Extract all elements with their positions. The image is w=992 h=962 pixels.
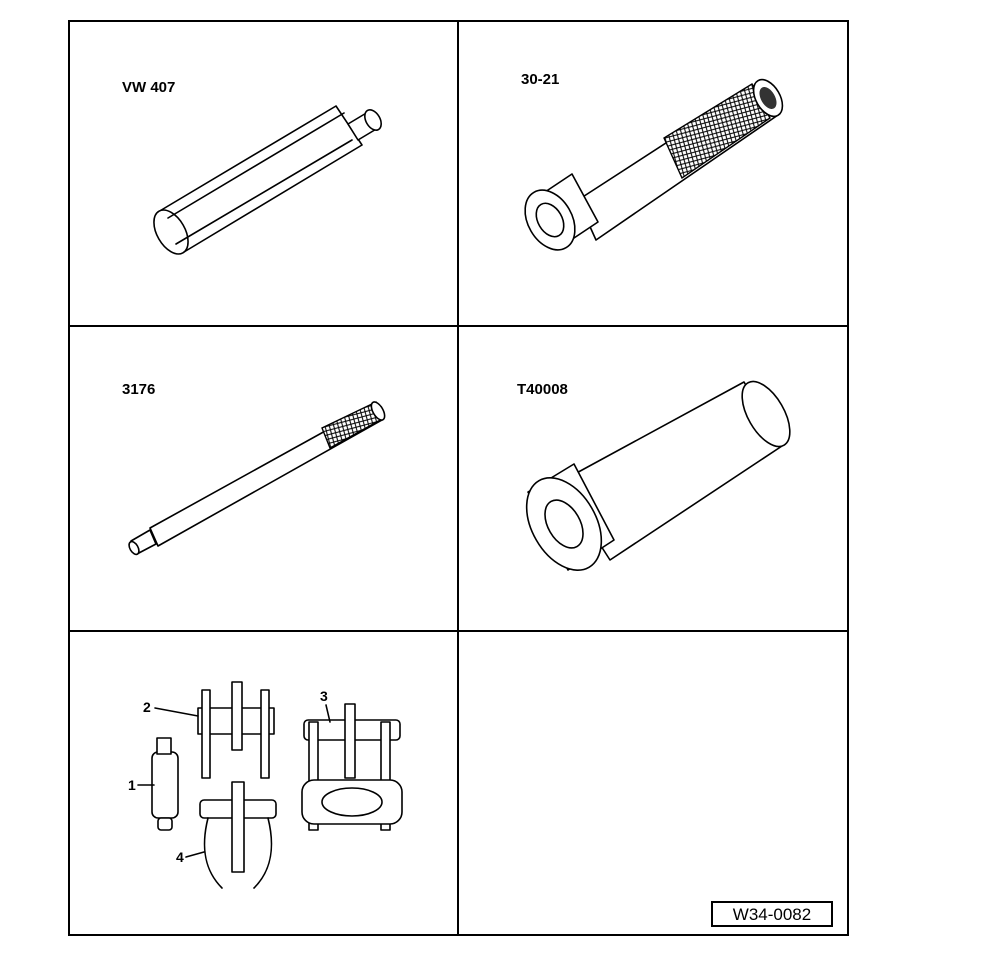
tool-grid — [68, 20, 849, 936]
tool-cell-vw407: VW 407 — [122, 79, 382, 255]
drift-30-21-drawing — [524, 78, 784, 251]
callout-1: 1 — [128, 777, 136, 793]
puller-part-3-drawing — [301, 703, 403, 831]
drift-3176-drawing — [128, 401, 386, 556]
callout-3: 3 — [320, 688, 328, 704]
drift-vw407-drawing — [153, 105, 382, 255]
tool-cell-3176: 3176 — [122, 381, 386, 556]
puller-part-2-drawing — [197, 681, 275, 779]
tool-label-3176: 3176 — [122, 381, 155, 398]
tool-cell-puller-kit: 1 2 3 4 — [128, 681, 403, 889]
tool-cell-t40008: T40008 — [517, 380, 791, 571]
puller-part-1-drawing — [151, 737, 179, 831]
callout-2: 2 — [143, 699, 151, 715]
tool-label-30-21: 30-21 — [521, 71, 559, 88]
reference-code-box: W34-0082 — [711, 901, 833, 927]
tool-label-vw407: VW 407 — [122, 79, 175, 96]
reference-code: W34-0082 — [733, 905, 811, 924]
tool-label-t40008: T40008 — [517, 381, 568, 398]
sleeve-t40008-drawing — [525, 380, 791, 571]
callout-4: 4 — [176, 849, 184, 865]
puller-part-4-drawing — [199, 781, 277, 889]
tool-cell-30-21: 30-21 — [521, 71, 784, 251]
